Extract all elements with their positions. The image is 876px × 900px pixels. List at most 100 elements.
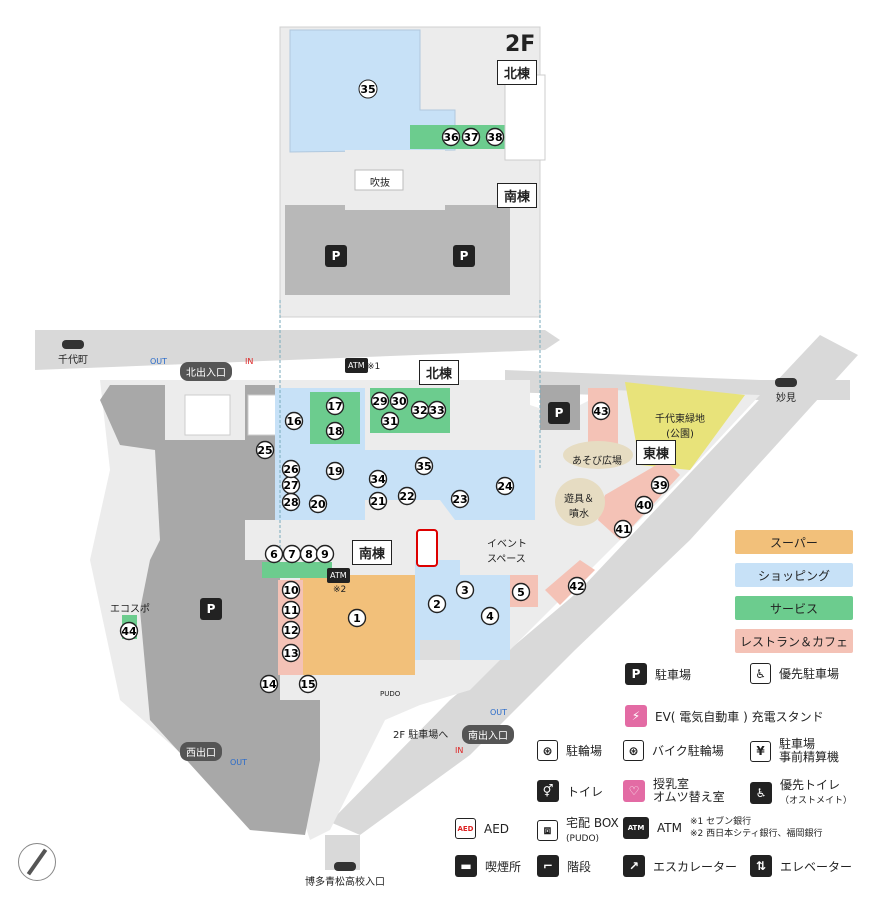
category-legend-item: レストラン＆カフェ: [735, 629, 853, 653]
shop-number: 15: [300, 678, 315, 691]
shop-marker-29[interactable]: [370, 391, 390, 411]
shop-marker-43[interactable]: [591, 401, 611, 421]
shop-marker-42[interactable]: [567, 576, 587, 596]
shop-marker-31[interactable]: [380, 411, 400, 431]
legend-label: 駐車場: [655, 667, 692, 682]
playground-label: あそび広場: [572, 456, 622, 467]
escalator-icon: ↗: [623, 855, 645, 877]
shop-marker-20[interactable]: [308, 494, 328, 514]
bicycle-parking-icon: ⊛: [537, 740, 558, 761]
category-legend-item: ショッピング: [735, 563, 853, 587]
nursing-room-icon: ♡: [623, 780, 645, 802]
shop-number: 14: [261, 678, 277, 691]
legend-stairs: ⌐階段: [537, 855, 591, 877]
atm-marker[interactable]: ATM: [345, 358, 368, 373]
station-myoken: 妙見: [775, 378, 797, 404]
shop-number: 26: [283, 463, 299, 476]
shop-marker-17[interactable]: [325, 396, 345, 416]
legend-label: ATM: [657, 821, 682, 835]
shop-marker-25[interactable]: [255, 440, 275, 460]
shop-marker-12[interactable]: [281, 620, 301, 640]
shop-number: 41: [615, 523, 630, 536]
shop-number: 35: [360, 83, 375, 96]
shop-marker-23[interactable]: [450, 489, 470, 509]
shop-marker-11[interactable]: [281, 600, 301, 620]
parking-icon: P: [625, 663, 647, 685]
out-label: OUT: [490, 708, 508, 717]
shop-marker-14[interactable]: [259, 674, 279, 694]
parking-icon[interactable]: P: [200, 598, 222, 620]
shop-marker-39[interactable]: [650, 475, 670, 495]
entrance-north[interactable]: 北出入口: [180, 362, 232, 381]
category-legend-item: サービス: [735, 596, 853, 620]
shop-number: 36: [443, 131, 459, 144]
entrance-south[interactable]: 南出入口: [462, 725, 514, 744]
shop-marker-40[interactable]: [634, 495, 654, 515]
shop-marker-10[interactable]: [281, 580, 301, 600]
train-station-icon: [62, 340, 84, 349]
building-tag-east[interactable]: 東棟: [636, 440, 677, 465]
shop-marker-38[interactable]: [485, 127, 505, 147]
shop-marker-35[interactable]: [414, 456, 434, 476]
entrance-west[interactable]: 西出口: [180, 742, 222, 761]
station-label: 妙見: [776, 393, 796, 404]
shop-marker-35-upper[interactable]: [358, 79, 378, 99]
shop-number: 44: [121, 625, 137, 638]
parking-icon[interactable]: P: [453, 245, 475, 267]
shop-marker-21[interactable]: [368, 491, 388, 511]
shop-marker-37[interactable]: [461, 127, 481, 147]
shop-marker-9[interactable]: [315, 544, 335, 564]
building-tag-north-upper[interactable]: 北棟: [497, 60, 538, 85]
shop-marker-44[interactable]: [119, 621, 139, 641]
shop-number: 31: [382, 415, 397, 428]
parking-2f-label: 2F 駐車場へ: [393, 730, 449, 741]
shop-marker-16[interactable]: [284, 411, 304, 431]
shop-marker-41[interactable]: [613, 519, 633, 539]
legend-parking: P 駐車場: [625, 663, 691, 685]
shop-number: 42: [569, 580, 584, 593]
toilet-icon: ⚥: [537, 780, 559, 802]
shop-marker-15[interactable]: [298, 674, 318, 694]
parking-icon[interactable]: P: [548, 402, 570, 424]
shop-marker-18[interactable]: [325, 421, 345, 441]
shop-number: 40: [636, 499, 652, 512]
legend-label: EV( 電気自動車 ) 充電スタンド: [655, 709, 824, 724]
shop-marker-4[interactable]: [480, 606, 500, 626]
shop-marker-19[interactable]: [325, 461, 345, 481]
building-tag-north[interactable]: 北棟: [419, 360, 460, 385]
atm-marker[interactable]: ATM: [327, 568, 350, 583]
train-station-icon: [775, 378, 797, 387]
shop-number: 21: [370, 495, 385, 508]
shop-marker-22[interactable]: [397, 486, 417, 506]
legend-bike: ⊛バイク駐輪場: [623, 740, 724, 761]
shop-number: 8: [305, 548, 313, 561]
shop-marker-3[interactable]: [455, 580, 475, 600]
shop-marker-2[interactable]: [427, 594, 447, 614]
shop-marker-36[interactable]: [441, 127, 461, 147]
shop-marker-28[interactable]: [281, 492, 301, 512]
shop-marker-5[interactable]: [511, 582, 531, 602]
legend-label: 喫煙所: [485, 859, 522, 874]
parking-icon[interactable]: P: [325, 245, 347, 267]
shop-marker-1[interactable]: [347, 608, 367, 628]
legend-label: 授乳室 オムツ替え室: [653, 777, 725, 804]
shop-marker-33[interactable]: [427, 400, 447, 420]
shop-number: 6: [270, 548, 278, 561]
shop-marker-34[interactable]: [368, 469, 388, 489]
building-tag-south-upper[interactable]: 南棟: [497, 183, 538, 208]
shop-number: 34: [370, 473, 386, 486]
shop-number: 35: [416, 460, 431, 473]
shop-marker-26[interactable]: [281, 459, 301, 479]
shop-marker-13[interactable]: [281, 643, 301, 663]
shop-marker-24[interactable]: [495, 476, 515, 496]
shop-number: 10: [283, 584, 299, 597]
shop-number: 3: [461, 584, 469, 597]
building-tag-south[interactable]: 南棟: [352, 540, 393, 565]
shop-number: 9: [321, 548, 329, 561]
fountain-label: 遊具＆ 噴水: [564, 494, 594, 520]
shop-marker-6[interactable]: [264, 544, 284, 564]
pudo-marker[interactable]: PUDO: [380, 690, 401, 698]
shop-marker-30[interactable]: [389, 391, 409, 411]
